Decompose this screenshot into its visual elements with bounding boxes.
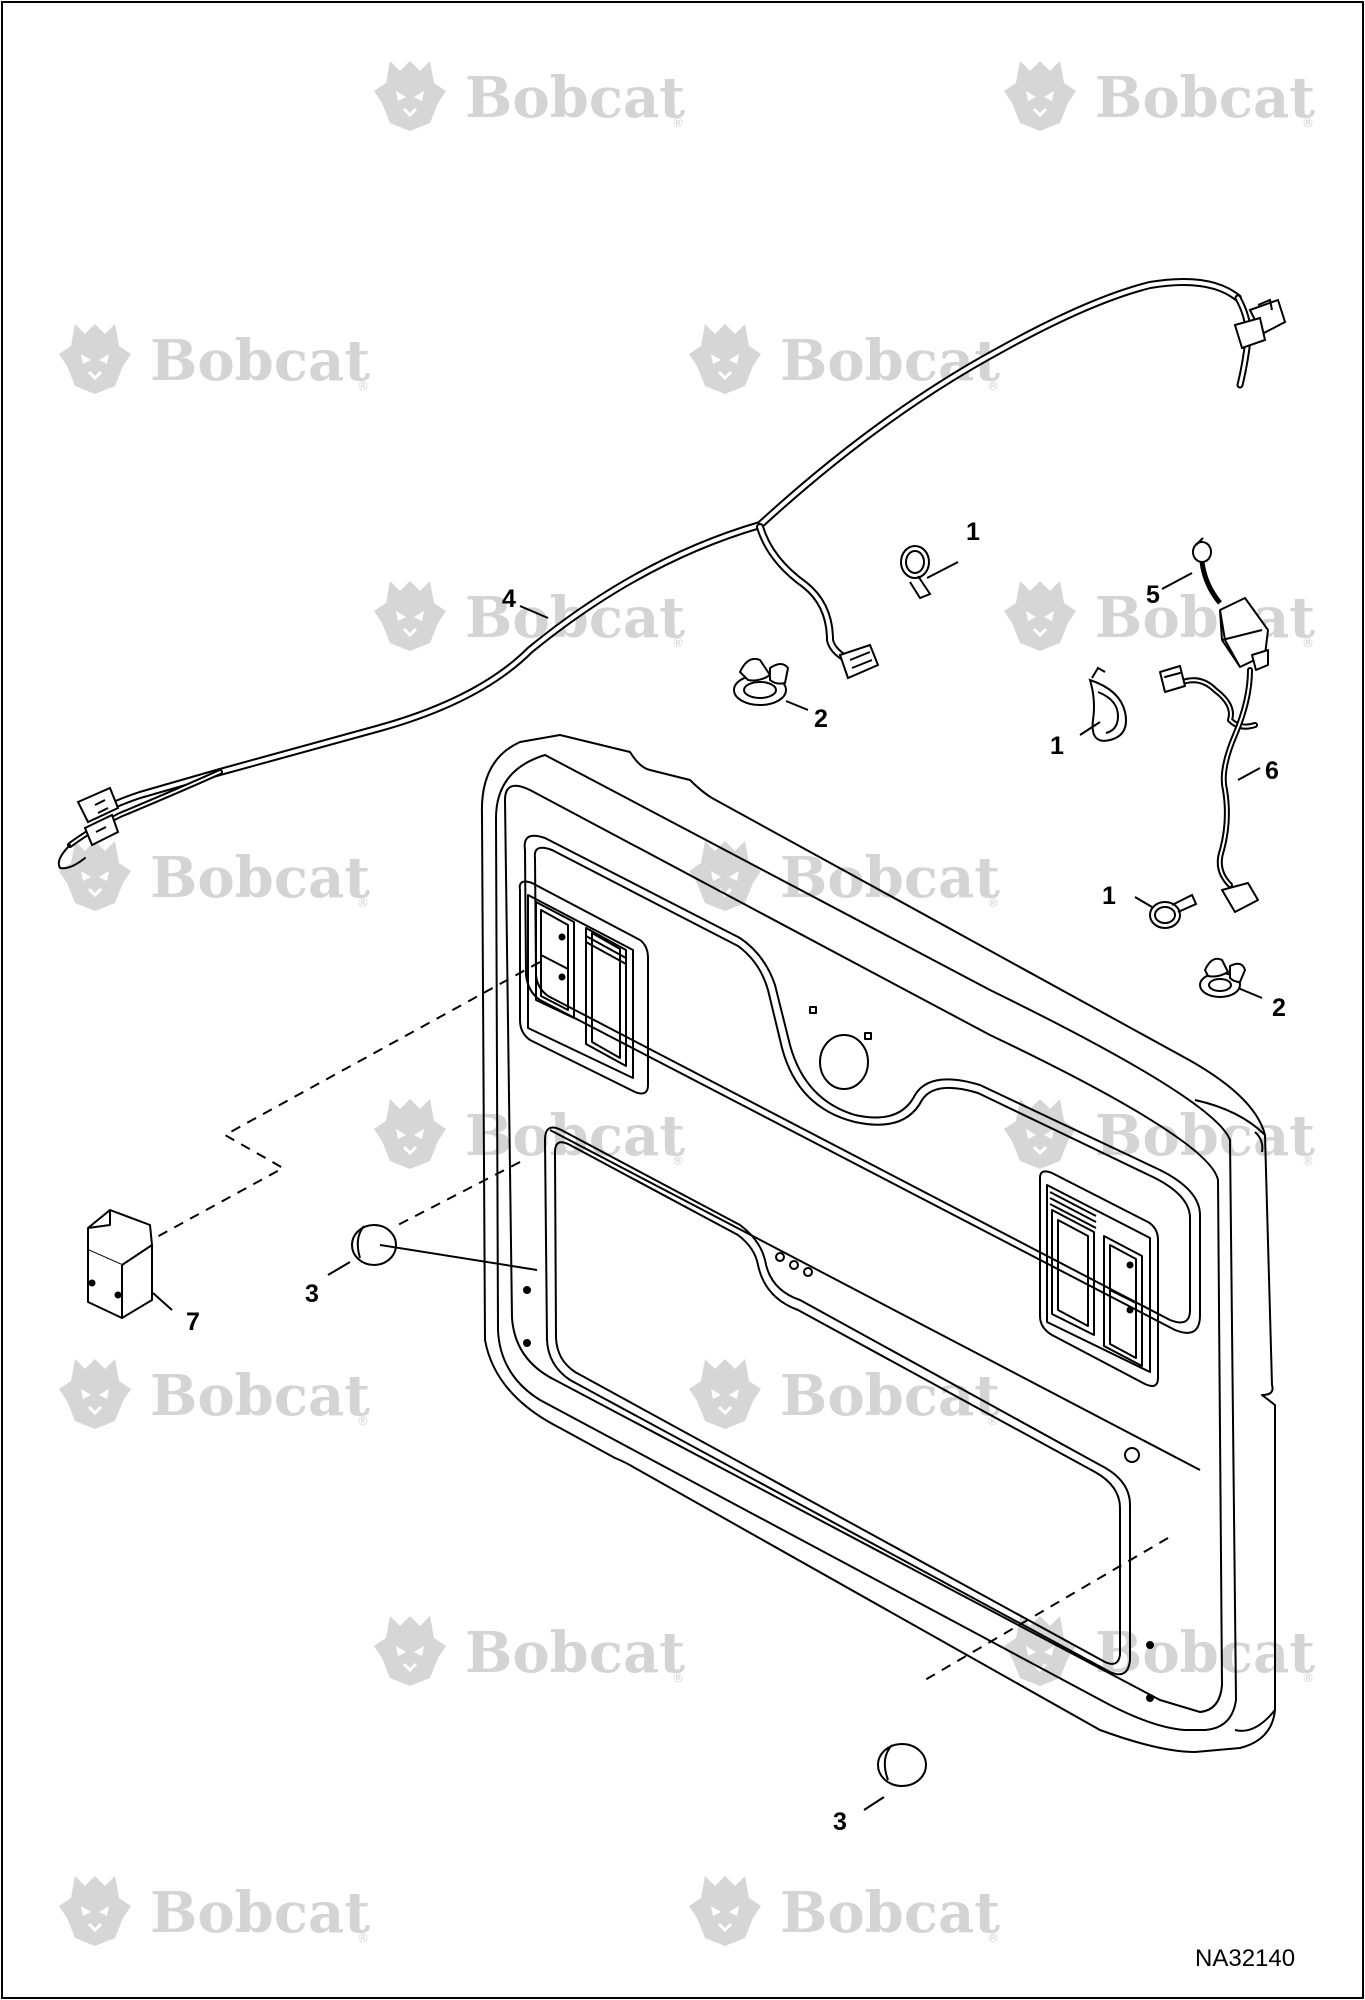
watermark: Bobcat® [372, 1097, 685, 1171]
svg-text:®: ® [1302, 636, 1314, 650]
svg-text:®: ® [1302, 116, 1314, 130]
svg-text:®: ® [1302, 1671, 1314, 1685]
leader-lines [152, 561, 1263, 1811]
svg-text:®: ® [357, 1931, 369, 1945]
watermark-text: Bobcat [465, 65, 685, 131]
watermark-text: Bobcat [780, 1880, 1000, 1946]
svg-text:®: ® [357, 896, 369, 910]
watermark-text: Bobcat [1095, 1103, 1315, 1169]
svg-text:®: ® [672, 116, 684, 130]
svg-text:®: ® [357, 379, 369, 393]
callout-2b: 2 [1272, 994, 1286, 1022]
svg-text:®: ® [672, 1154, 684, 1168]
watermark: Bobcat® [57, 839, 370, 913]
svg-text:®: ® [987, 896, 999, 910]
watermark: Bobcat® [372, 579, 685, 653]
watermark: Bobcat® [1002, 579, 1315, 653]
watermark: Bobcat® [372, 1614, 685, 1688]
cable-tie-1a [900, 545, 932, 600]
callout-5: 5 [1146, 581, 1160, 609]
svg-text:®: ® [987, 1931, 999, 1945]
watermark: Bobcat® [1002, 1614, 1315, 1688]
figure-id: NA32140 [1195, 1945, 1295, 1972]
watermark-text: Bobcat [150, 845, 370, 911]
watermark: Bobcat® [1002, 59, 1315, 133]
switch-7 [87, 1209, 153, 1319]
svg-text:®: ® [672, 636, 684, 650]
callout-1c: 1 [1102, 882, 1116, 910]
watermark-text: Bobcat [780, 1363, 1000, 1429]
cable-tie-1c [1149, 893, 1198, 929]
harness-connector-right [1233, 298, 1287, 350]
switch-module-right [1039, 1170, 1159, 1387]
watermark-text: Bobcat [150, 1363, 370, 1429]
watermark-text: Bobcat [1095, 585, 1315, 651]
watermark: Bobcat® [372, 59, 685, 133]
watermark-text: Bobcat [1095, 1620, 1315, 1686]
watermark: Bobcat® [1002, 1097, 1315, 1171]
watermark: Bobcat® [57, 322, 370, 396]
callout-1b: 1 [1050, 732, 1064, 760]
watermark-layer: Bobcat® Bobcat® Bobcat® Bobcat® Bobcat® … [57, 59, 1315, 1948]
watermark: Bobcat® [687, 1357, 1000, 1431]
installation-lines [154, 961, 1169, 1681]
callout-4: 4 [502, 585, 516, 613]
clip-2a [733, 657, 789, 706]
svg-text:®: ® [672, 1671, 684, 1685]
switch-module-left [518, 880, 649, 1095]
callout-3b: 3 [833, 1808, 847, 1836]
watermark-text: Bobcat [780, 328, 1000, 394]
cable-tie-1b [1088, 666, 1127, 742]
callout-1a: 1 [966, 518, 980, 546]
callout-labels: 1 1 1 2 2 3 3 4 5 6 7 [186, 518, 1286, 1836]
watermark: Bobcat® [57, 1874, 370, 1948]
callout-6: 6 [1265, 757, 1279, 785]
wire-harness [57, 277, 1252, 870]
plug-3a [351, 1224, 397, 1266]
watermark: Bobcat® [687, 1874, 1000, 1948]
watermark-text: Bobcat [1095, 65, 1315, 131]
watermark-text: Bobcat [465, 1103, 685, 1169]
watermark: Bobcat® [57, 1357, 370, 1431]
relay-5 [1192, 537, 1269, 671]
watermark-text: Bobcat [150, 328, 370, 394]
svg-text:®: ® [1302, 1154, 1314, 1168]
callout-3a: 3 [305, 1280, 319, 1308]
sub-harness-6 [1159, 665, 1259, 913]
watermark-text: Bobcat [465, 1620, 685, 1686]
watermark: Bobcat® [687, 322, 1000, 396]
svg-text:®: ® [357, 1414, 369, 1428]
callout-7: 7 [186, 1308, 200, 1336]
watermark-text: Bobcat [150, 1880, 370, 1946]
svg-text:®: ® [987, 379, 999, 393]
door-panel [480, 734, 1276, 1753]
harness-connector-left [76, 786, 120, 847]
clip-2b [1199, 957, 1246, 998]
watermark-text: Bobcat [780, 845, 1000, 911]
callout-2a: 2 [814, 705, 828, 733]
plug-3b [877, 1743, 927, 1787]
harness-connector-branch [838, 643, 880, 680]
